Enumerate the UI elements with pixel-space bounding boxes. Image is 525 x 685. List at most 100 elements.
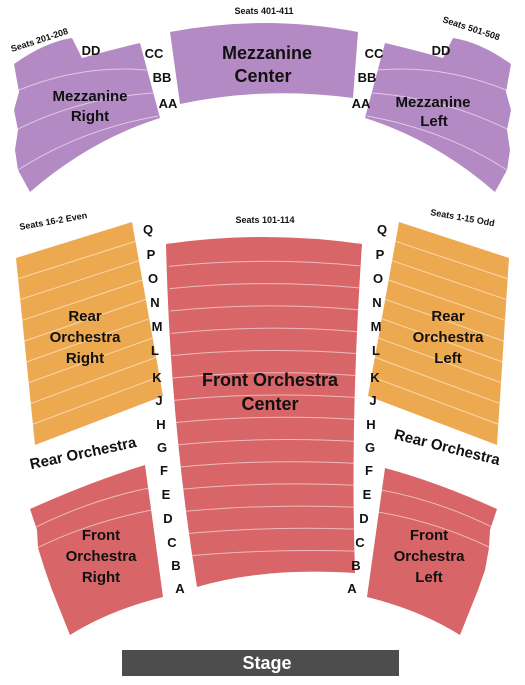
mezzanine-row-labels-right: CC BB AA [352, 46, 384, 111]
rear-orchestra-left-shape[interactable] [368, 222, 509, 445]
stage: Stage [122, 650, 399, 676]
mezzanine-center-seats: Seats 401-411 [234, 6, 293, 16]
rear-orchestra-right-label-1: Rear [68, 308, 102, 325]
row-label-right-j: J [369, 393, 376, 408]
row-label-right-l: L [372, 343, 380, 358]
section-mezzanine-right[interactable]: Seats 201-208 Mezzanine Right DD [10, 26, 160, 192]
row-label-left-f: F [160, 463, 168, 478]
row-label-right-m: M [371, 319, 382, 334]
row-label-bb-left: BB [153, 70, 172, 85]
mezzanine-center-shape[interactable] [170, 23, 358, 104]
rear-orchestra-left-seats: Seats 1-15 Odd [430, 207, 496, 228]
rear-orchestra-left-row-divider [381, 318, 503, 363]
section-front-orchestra-right[interactable]: Front Orchestra Right [30, 465, 163, 635]
row-label-left-a: A [175, 581, 185, 596]
row-label-left-l: L [151, 343, 159, 358]
rear-orchestra-right-row-divider [24, 298, 146, 342]
front-orchestra-right-label-1: Front [82, 527, 120, 544]
section-mezzanine-center[interactable]: Seats 401-411 Mezzanine Center [170, 6, 358, 104]
section-rear-orchestra-left[interactable]: Seats 1-15 Odd Rear Orchestra Left [368, 207, 509, 445]
front-orchestra-center-row-divider [177, 505, 356, 513]
mezzanine-center-label-1: Mezzanine [222, 43, 312, 63]
front-orchestra-center-label-1: Front Orchestra [202, 370, 339, 390]
stage-shape [122, 650, 399, 676]
front-orchestra-center-row-divider [171, 349, 359, 357]
section-front-orchestra-left[interactable]: Front Orchestra Left [367, 468, 497, 635]
row-label-aa-right: AA [352, 96, 371, 111]
rear-orchestra-left-row-divider [374, 356, 500, 404]
rear-orchestra-right-row-divider [30, 356, 157, 404]
rear-orchestra-right-row-divider [17, 240, 136, 280]
rear-orchestra-right-label-2: Orchestra [50, 329, 122, 346]
rear-orchestra-right-row-divider [20, 260, 140, 301]
rear-orchestra-right-row-divider [26, 318, 150, 363]
row-label-cc-left: CC [145, 46, 164, 61]
row-label-right-p: P [376, 247, 385, 262]
row-label-aa-left: AA [159, 96, 178, 111]
rear-orchestra-left-row-divider [378, 337, 502, 384]
rear-orchestra-right-row-divider [32, 376, 160, 425]
row-label-left-q: Q [143, 222, 153, 237]
front-orchestra-left-shape[interactable] [367, 468, 497, 635]
row-label-right-d: D [359, 511, 368, 526]
rear-orchestra-right-label-3: Right [66, 350, 104, 367]
mezzanine-left-shape[interactable] [365, 38, 511, 192]
row-label-right-n: N [372, 295, 381, 310]
section-mezzanine-left[interactable]: Seats 501-508 Mezzanine Left DD [365, 14, 512, 192]
rear-orchestra-left-label-1: Rear [431, 308, 465, 325]
front-orchestra-center-row-divider [169, 283, 360, 290]
row-label-right-a: A [347, 581, 357, 596]
stage-label: Stage [242, 653, 291, 673]
row-label-left-m: M [152, 319, 163, 334]
section-rear-orchestra-right[interactable]: Seats 16-2 Even Rear Orchestra Right [16, 210, 163, 445]
row-label-right-c: C [355, 535, 365, 550]
row-label-left-h: H [156, 417, 165, 432]
row-label-bb-right: BB [358, 70, 377, 85]
mezzanine-left-label-1: Mezzanine [395, 94, 470, 111]
row-label-right-e: E [363, 487, 372, 502]
mezzanine-left-label-2: Left [420, 113, 448, 130]
rear-orchestra-left-row-divider [385, 298, 504, 342]
mezzanine-center-label-2: Center [234, 66, 291, 86]
row-label-left-k: K [152, 370, 162, 385]
rear-orchestra-right-row-divider [28, 337, 153, 384]
row-label-right-k: K [370, 370, 380, 385]
rear-orchestra-right-row-divider [22, 279, 143, 321]
row-label-dd-left: DD [82, 43, 101, 58]
front-orchestra-center-row-divider [171, 327, 359, 334]
mezzanine-right-label-2: Right [71, 108, 109, 125]
row-label-right-f: F [365, 463, 373, 478]
front-orchestra-right-label-3: Right [82, 569, 120, 586]
rear-orchestra-left-label-3: Left [434, 350, 462, 367]
front-orchestra-center-row-divider [178, 527, 355, 535]
rear-orchestra-left-row-divider [395, 240, 508, 280]
front-orchestra-center-seats: Seats 101-114 [235, 215, 294, 225]
front-orchestra-center-shape[interactable] [166, 237, 362, 587]
row-label-left-g: G [157, 440, 167, 455]
section-front-orchestra-center[interactable]: Seats 101-114 Front Orchestra Center [166, 215, 362, 587]
row-label-right-g: G [365, 440, 375, 455]
front-orchestra-center-row-divider [176, 483, 356, 491]
front-orchestra-center-row-divider [170, 305, 359, 312]
rear-orchestra-left-row-divider [391, 260, 507, 301]
front-orchestra-center-label-2: Center [241, 394, 298, 414]
front-orchestra-center-row-divider [179, 549, 355, 558]
mezzanine-right-shape[interactable] [14, 38, 160, 192]
front-orchestra-center-row-divider [174, 416, 357, 424]
front-orchestra-left-label-2: Orchestra [394, 548, 466, 565]
front-orchestra-center-row-divider [173, 394, 358, 401]
row-label-left-c: C [167, 535, 177, 550]
front-orchestra-center-row-divider [172, 372, 358, 379]
row-label-left-e: E [162, 487, 171, 502]
row-label-left-p: P [147, 247, 156, 262]
front-orchestra-right-shape[interactable] [30, 465, 163, 635]
rear-orchestra-left-row-divider [388, 279, 506, 321]
mezzanine-left-seats: Seats 501-508 [441, 14, 501, 42]
row-label-left-j: J [155, 393, 162, 408]
row-label-cc-right: CC [365, 46, 384, 61]
front-orchestra-right-label-2: Orchestra [66, 548, 138, 565]
row-label-right-b: B [351, 558, 360, 573]
row-label-right-q: Q [377, 222, 387, 237]
mezzanine-row-labels-left: CC BB AA [145, 46, 178, 111]
